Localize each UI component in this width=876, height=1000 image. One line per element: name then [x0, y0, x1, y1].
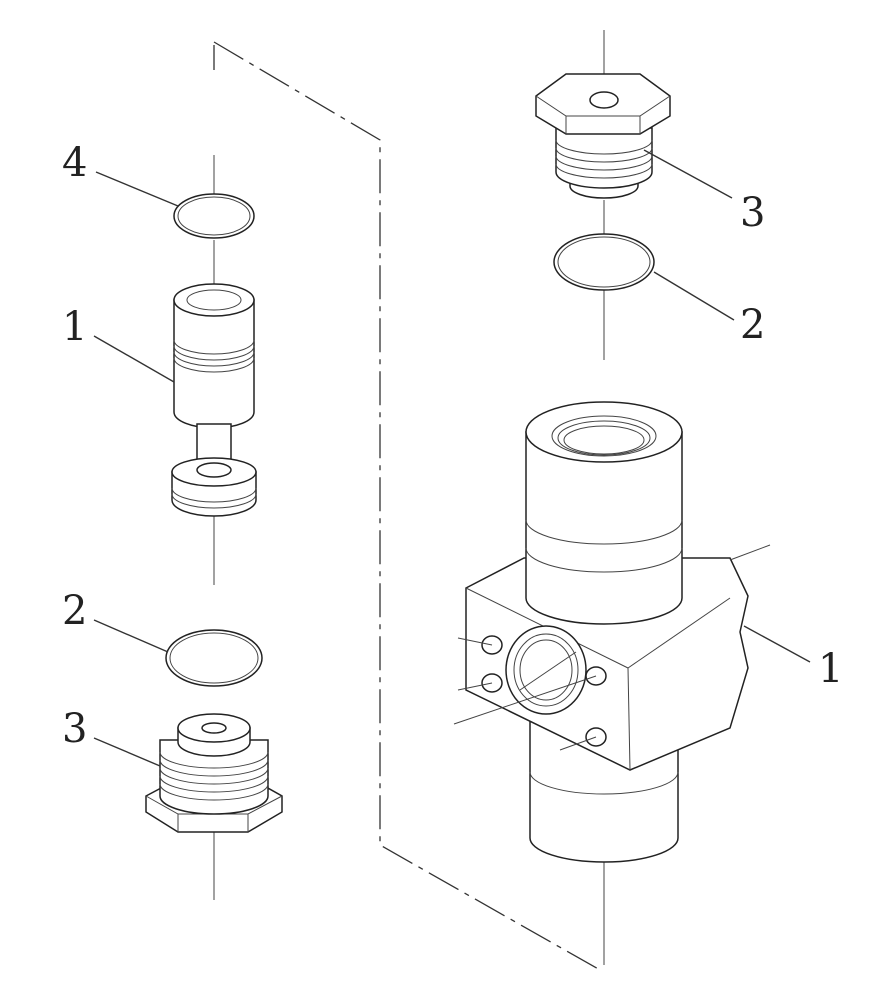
callout-2-left: 2 [62, 588, 87, 634]
hex-plug-3 [535, 73, 671, 199]
valve-body-1 [453, 401, 771, 863]
callout-3-left: 3 [62, 706, 87, 752]
callout-1-right: 1 [818, 646, 843, 692]
callout-1-left: 1 [62, 304, 87, 350]
threaded-plug-3 [145, 713, 283, 833]
seal-ring-4 [173, 193, 255, 239]
callout-2-right: 2 [740, 302, 765, 348]
o-ring-2 [165, 629, 263, 687]
o-ring-2-right [553, 233, 655, 291]
assembly-path-line [213, 40, 601, 971]
callout-4-left: 4 [62, 140, 87, 186]
leader-lines [93, 149, 811, 767]
callout-3-right: 3 [740, 190, 765, 236]
valve-spool-1 [171, 283, 257, 517]
